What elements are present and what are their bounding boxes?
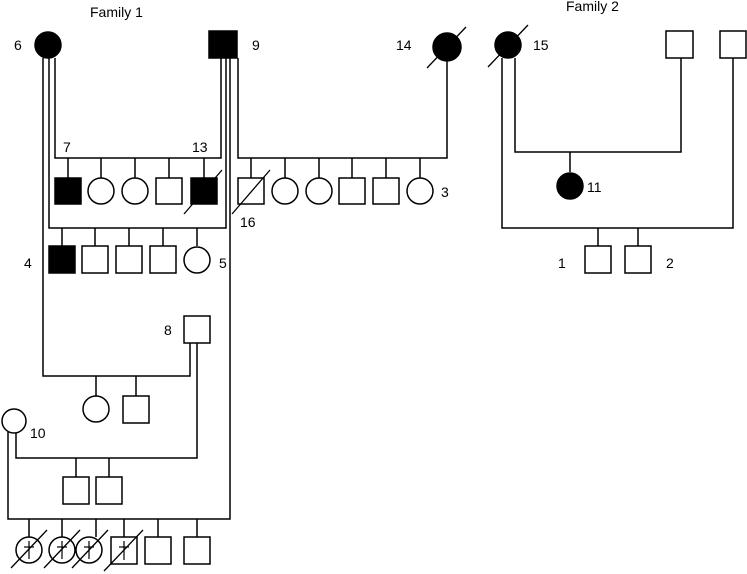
individual-6-affected-female: [34, 31, 62, 59]
deceased-mark-16: [231, 169, 271, 215]
label-5: 5: [219, 255, 227, 271]
label-10: 10: [30, 425, 46, 441]
individual-4-affected-male: [48, 245, 76, 274]
child-male: [62, 476, 90, 505]
label-9: 9: [252, 37, 260, 53]
sibling-female: [271, 177, 299, 205]
sibling-female: [87, 177, 115, 205]
family2-lines: [501, 58, 734, 246]
individual-9-affected-male: [208, 30, 238, 59]
family2-male: [665, 30, 694, 59]
individual-7-affected-male: [54, 177, 82, 205]
deceased-mark-14: [426, 26, 467, 69]
sibling-male: [149, 245, 177, 274]
family1-title: Family 1: [90, 4, 143, 20]
child-male: [183, 536, 211, 565]
sibling-male: [81, 245, 109, 274]
family2-title: Family 2: [566, 0, 619, 14]
label-11: 11: [587, 179, 602, 195]
sibling-male: [155, 177, 183, 205]
child-male: [144, 536, 172, 565]
family2-male: [719, 30, 747, 59]
label-15: 15: [533, 37, 549, 53]
individual-2-male: [624, 245, 652, 274]
deceased-mark-13: [183, 169, 223, 215]
sibling-male: [338, 177, 366, 205]
sibling-male: [372, 177, 400, 205]
label-2: 2: [666, 255, 674, 271]
individual-8-male: [183, 315, 211, 344]
sibling-female: [305, 177, 333, 205]
individual-3-female: [406, 177, 434, 205]
child-female: [82, 395, 110, 423]
label-6: 6: [14, 37, 22, 53]
label-8: 8: [164, 322, 172, 338]
individual-16-male-deceased: [237, 177, 265, 205]
deceased-mark-15: [487, 24, 529, 68]
label-3: 3: [441, 184, 449, 200]
individual-10-female: [1, 408, 27, 434]
sibling-female: [121, 177, 149, 205]
bottom-row-children: [10, 529, 211, 572]
individual-5-female: [183, 246, 211, 274]
individual-1-male: [584, 245, 612, 274]
individual-11-affected-female: [556, 172, 584, 200]
sibling-male: [115, 245, 143, 274]
family1-lines: [7, 58, 448, 537]
label-13: 13: [192, 139, 208, 155]
label-16: 16: [240, 214, 256, 230]
child-male: [122, 395, 150, 424]
label-4: 4: [24, 255, 32, 271]
label-14: 14: [396, 37, 412, 53]
label-1: 1: [558, 255, 566, 271]
label-7: 7: [63, 139, 71, 155]
child-male: [95, 476, 123, 505]
